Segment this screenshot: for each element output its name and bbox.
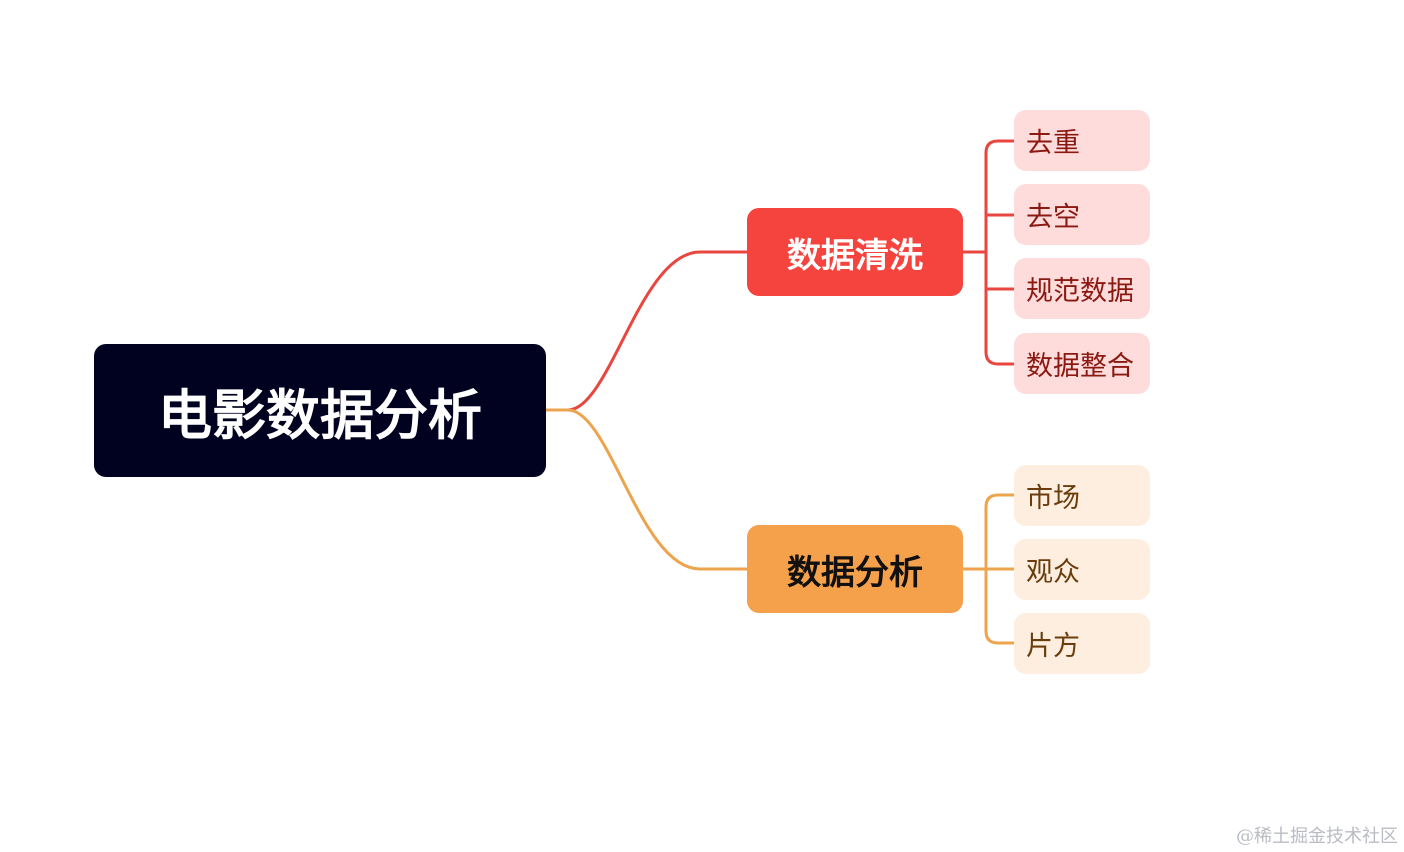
leaf-node-label: 去重 — [1026, 128, 1080, 159]
leaf-node-normalize-data[interactable]: 规范数据 — [1014, 258, 1150, 319]
connector-cleaning-spine — [984, 139, 1014, 366]
leaf-node-label: 片方 — [1026, 631, 1080, 662]
branch-node-data-cleaning[interactable]: 数据清洗 — [747, 208, 963, 296]
connector-root-to-branch-cleaning — [546, 250, 748, 412]
leaf-node-data-integration[interactable]: 数据整合 — [1014, 333, 1150, 394]
leaf-node-label: 观众 — [1026, 557, 1080, 588]
leaf-node-producer[interactable]: 片方 — [1014, 613, 1150, 674]
leaf-node-label: 市场 — [1026, 483, 1080, 514]
leaf-node-label: 数据整合 — [1026, 351, 1134, 382]
root-node-movie-data-analysis[interactable]: 电影数据分析 — [94, 344, 546, 477]
leaf-node-label: 规范数据 — [1026, 276, 1134, 307]
leaf-node-market[interactable]: 市场 — [1014, 465, 1150, 526]
branch-node-label: 数据清洗 — [787, 235, 923, 276]
branch-node-data-analysis[interactable]: 数据分析 — [747, 525, 963, 613]
leaf-node-audience[interactable]: 观众 — [1014, 539, 1150, 600]
watermark-text: @稀土掘金技术社区 — [1236, 826, 1398, 847]
connector-root-to-branch-analysis — [546, 408, 748, 571]
leaf-node-remove-null[interactable]: 去空 — [1014, 184, 1150, 245]
leaf-node-dedupe[interactable]: 去重 — [1014, 110, 1150, 171]
root-node-label: 电影数据分析 — [158, 384, 482, 447]
leaf-node-label: 去空 — [1026, 202, 1080, 233]
branch-node-label: 数据分析 — [787, 552, 923, 593]
